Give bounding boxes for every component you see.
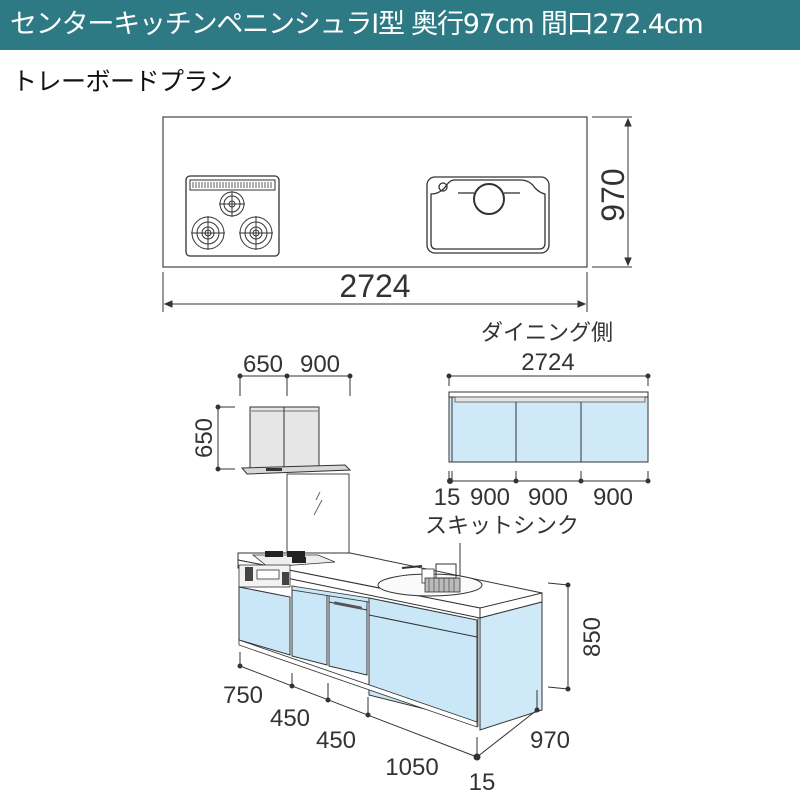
hood-width-label-1: 650 bbox=[243, 351, 283, 378]
height-dimension bbox=[547, 582, 571, 692]
cabinet-width-2: 450 bbox=[270, 705, 310, 732]
end-offset-label: 15 bbox=[469, 769, 496, 796]
top-dimension-lines bbox=[162, 116, 632, 312]
hood-height-label: 650 bbox=[191, 418, 218, 458]
dining-total-width-label: 2724 bbox=[521, 349, 574, 376]
dining-side-view: ダイニング側 2724 15 900 900 900 bbox=[434, 321, 651, 511]
depth-label: 970 bbox=[530, 727, 570, 754]
cabinet-width-1: 750 bbox=[223, 682, 263, 709]
top-width-label: 2724 bbox=[339, 268, 410, 304]
dining-segment-3: 900 bbox=[528, 484, 568, 511]
height-label: 850 bbox=[579, 617, 606, 657]
dining-segment-4: 900 bbox=[593, 484, 633, 511]
sink-icon bbox=[426, 176, 550, 254]
top-depth-label: 970 bbox=[595, 168, 631, 221]
width-dimensions bbox=[237, 652, 540, 761]
front-perspective-view bbox=[237, 551, 543, 731]
hood-width-label-2: 900 bbox=[300, 351, 340, 378]
glass-panel bbox=[286, 473, 350, 557]
range-hood: 650 900 650 bbox=[191, 351, 353, 475]
top-view: 2724 970 bbox=[162, 116, 632, 312]
page-title: センターキッチンペニンシュラI型 奥行97cm 間口272.4cm bbox=[10, 9, 704, 40]
dining-side-title: ダイニング側 bbox=[481, 321, 613, 346]
plan-name: トレーボードプラン bbox=[12, 67, 233, 96]
cabinet-width-4: 1050 bbox=[385, 754, 438, 781]
cabinet-width-3: 450 bbox=[316, 727, 356, 754]
dining-segment-2: 900 bbox=[470, 484, 510, 511]
title-bar: センターキッチンペニンシュラI型 奥行97cm 間口272.4cm bbox=[0, 0, 800, 50]
gas-hob-icon bbox=[185, 175, 280, 257]
dining-segment-1: 15 bbox=[434, 484, 461, 511]
sink-product-label: スキットシンク bbox=[425, 514, 579, 539]
